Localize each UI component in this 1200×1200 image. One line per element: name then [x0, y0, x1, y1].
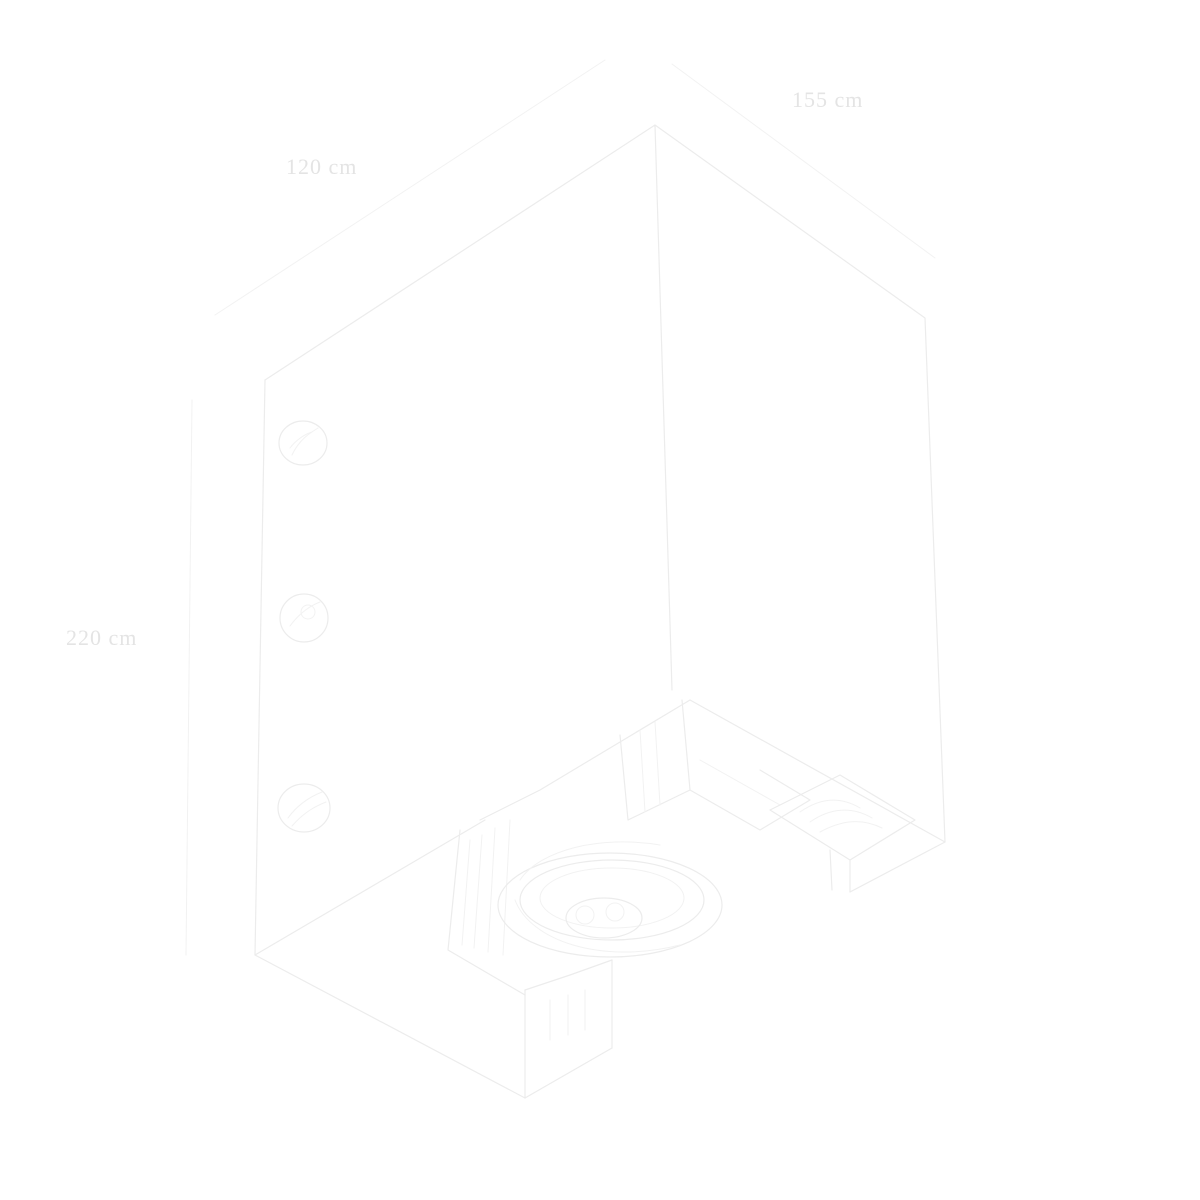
backrest-post	[619, 699, 691, 821]
height-label: 220 cm	[66, 625, 137, 650]
floor-left-edge	[254, 819, 486, 956]
corner-seating	[447, 699, 811, 996]
left-wall-top-edge	[264, 124, 673, 691]
floor-right-edge	[849, 841, 946, 893]
wall-fixtures	[277, 420, 331, 833]
side-table-top	[769, 774, 916, 861]
width-label: 120 cm	[286, 154, 357, 179]
floor-back-edge	[689, 699, 946, 843]
seat-pedestal	[524, 959, 613, 1099]
wall-fixture-bottom	[277, 783, 331, 833]
seat-middle-ring	[519, 859, 705, 941]
seat-center	[565, 897, 643, 939]
height-dimension-line	[185, 399, 193, 956]
bench-back-edge	[479, 699, 691, 821]
left-wall-front-edge	[254, 379, 266, 956]
depth-label: 155 cm	[792, 87, 863, 112]
armrest	[689, 769, 811, 831]
room-walls	[254, 124, 946, 1099]
floor-front-right-edge	[524, 1047, 613, 1099]
seat-outer-ring	[497, 852, 723, 958]
round-seat	[497, 841, 723, 958]
wall-fixture-top	[278, 420, 328, 466]
wall-fixture-middle	[279, 593, 329, 643]
dimension-labels: 120 cm 155 cm 220 cm	[66, 87, 863, 650]
dimension-lines	[185, 59, 936, 956]
side-table	[769, 774, 916, 893]
bench-left-side	[447, 829, 526, 996]
floor-front-edge	[254, 954, 526, 1099]
depth-dimension-line	[671, 63, 936, 259]
right-wall-top-edge	[654, 124, 946, 843]
width-dimension-line	[214, 59, 606, 316]
